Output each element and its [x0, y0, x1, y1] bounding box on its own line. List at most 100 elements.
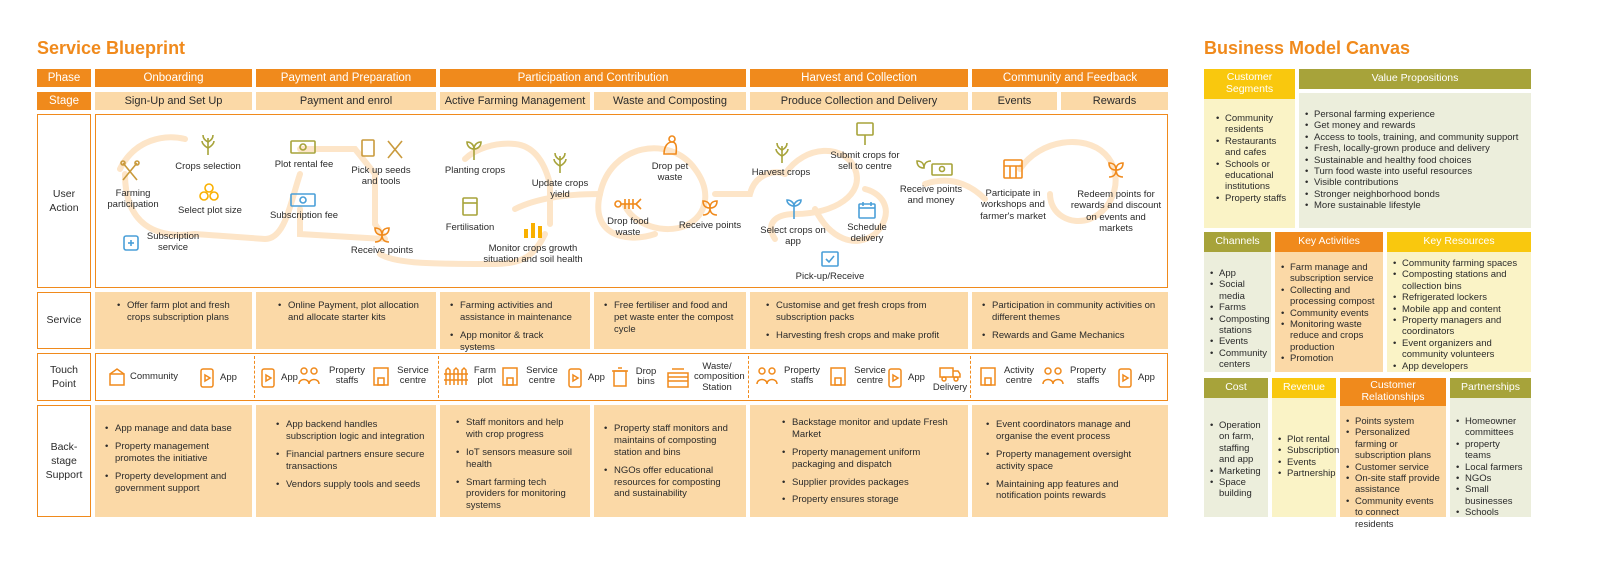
service-blueprint-title: Service Blueprint	[37, 38, 186, 58]
ua-participate-workshops: Participate in workshops and farmer's ma…	[980, 188, 1046, 222]
tp-service-centre: Service centre	[828, 365, 888, 387]
bmc-item: Access to tools, training, and community…	[1305, 132, 1525, 144]
subscription-fee-icon	[290, 193, 316, 207]
bmc-key-resources-header: Key Resources	[1387, 232, 1531, 252]
building-icon	[980, 367, 996, 387]
ua-redeem-points: Redeem points for rewards and discount o…	[1070, 189, 1162, 235]
bmc-item: Farm manage and subscription service	[1281, 262, 1377, 285]
building-icon	[373, 367, 389, 387]
backstage-item: App backend handles subscription logic a…	[276, 419, 426, 443]
ua-select-crops-app: Select crops on app	[760, 225, 826, 248]
tp-divider	[438, 356, 439, 398]
subscription-icon	[123, 235, 139, 251]
pet-icon	[663, 135, 678, 155]
service-cell-onboarding: Offer farm plot and fresh crops subscrip…	[95, 292, 252, 349]
backstage-cell-onboarding: App manage and data baseProperty managem…	[95, 405, 252, 517]
bmc-item: Partnership	[1278, 468, 1336, 480]
row-label-user-action: User Action	[37, 114, 91, 288]
bmc-item: NGOs	[1456, 473, 1525, 485]
bin-icon	[612, 367, 628, 387]
row-label-backstage: Back-stage Support	[37, 405, 91, 517]
stage-events: Events	[972, 92, 1057, 110]
backstage-item: Property development and government supp…	[105, 471, 242, 495]
backstage-cell-waste: Property staff monitors and maintains of…	[594, 405, 746, 517]
stage-label: Stage	[37, 92, 91, 110]
bmc-item: property teams	[1456, 439, 1525, 462]
backstage-item: IoT sensors measure soil health	[456, 447, 580, 471]
service-cell-farming: Farming activities and assistance in mai…	[440, 292, 590, 353]
staff-icon	[1042, 367, 1064, 385]
bmc-item: Composting stations	[1210, 314, 1270, 337]
service-item: Farming activities and assistance in mai…	[450, 300, 580, 324]
backstage-item: NGOs offer educational resources for com…	[604, 465, 736, 501]
bmc-title: Business Model Canvas	[1204, 38, 1411, 58]
community-icon	[109, 368, 125, 386]
tp-app: App	[1116, 368, 1155, 388]
tp-waste-station: Waste/ composition Station	[666, 361, 745, 393]
ua-drop-food-waste: Drop food waste	[607, 216, 649, 239]
ua-harvest-crops: Harvest crops	[751, 167, 811, 178]
backstage-item: App manage and data base	[105, 423, 242, 435]
tp-farm-plot: Farm plot	[443, 365, 497, 387]
bmc-item: Promotion	[1281, 353, 1377, 365]
bmc-item: Customer service	[1346, 462, 1440, 474]
service-item: Participation in community activities on…	[982, 300, 1158, 324]
ua-fertilisation: Fertilisation	[445, 222, 495, 233]
bmc-revenue: Plot rental Subscription Events Partners…	[1272, 398, 1339, 517]
service-item: Offer farm plot and fresh crops subscrip…	[117, 300, 242, 324]
bmc-item: Visible contributions	[1305, 177, 1525, 189]
submit-crops-icon	[856, 122, 874, 145]
phase-harvest: Harvest and Collection	[750, 69, 968, 87]
bmc-item: Events	[1210, 336, 1265, 348]
ua-planting-crops: Planting crops	[444, 165, 506, 176]
ua-crops-selection: Crops selection	[175, 161, 241, 172]
crops-app-icon	[786, 199, 802, 219]
bmc-item: Restaurants and cafes	[1216, 136, 1289, 159]
ua-farming-participation: Farming participation	[107, 188, 159, 211]
bmc-item: Farms	[1210, 302, 1265, 314]
bmc-customer-segments-header: Customer Segments	[1204, 69, 1295, 99]
building-icon	[502, 367, 518, 387]
leaf-points-icon-2	[702, 200, 718, 216]
backstage-item: Financial partners ensure secure transac…	[276, 449, 426, 473]
backstage-item: Event coordinators manage and organise t…	[986, 419, 1158, 443]
bmc-item: Homeowner committees	[1456, 416, 1525, 439]
bmc-channels-header: Channels	[1204, 232, 1271, 252]
service-cell-community: Participation in community activities on…	[972, 292, 1168, 349]
staff-icon	[756, 367, 778, 385]
bmc-item: Monitoring waste reduce and crops produc…	[1281, 319, 1377, 353]
tools-icon	[120, 160, 140, 181]
ua-monitor-crops: Monitor crops growth situation and soil …	[483, 243, 583, 266]
ua-plot-rental-fee: Plot rental fee	[274, 159, 334, 170]
workshop-icon	[1003, 159, 1023, 179]
backstage-cell-farming: Staff monitors and help with crop progre…	[440, 405, 590, 517]
phone-icon	[200, 368, 214, 388]
service-cell-payment: Online Payment, plot allocation and allo…	[256, 292, 436, 349]
backstage-item: Smart farming tech providers for monitor…	[456, 477, 580, 513]
wheat-yield-icon	[553, 152, 567, 173]
plot-rental-icon	[290, 140, 316, 154]
bmc-customer-relationships-header: Customer Relationships	[1340, 378, 1446, 406]
ua-receive-points-2: Receive points	[678, 220, 742, 231]
bmc-item: Stronger neighborhood bonds	[1305, 189, 1525, 201]
bmc-item: Get money and rewards	[1305, 120, 1525, 132]
wheat-icon	[201, 134, 215, 155]
bmc-item: Space building	[1210, 477, 1262, 500]
ua-pick-up-seeds: Pick up seeds and tools	[351, 165, 411, 188]
backstage-item: Supplier provides packages	[782, 477, 958, 489]
bmc-revenue-header: Revenue	[1272, 378, 1336, 398]
stage-waste: Waste and Composting	[594, 92, 746, 110]
points-money-icon	[916, 160, 953, 176]
backstage-cell-payment: App backend handles subscription logic a…	[256, 405, 436, 517]
ua-receive-points-money: Receive points and money	[899, 184, 963, 207]
tp-app: App	[198, 368, 237, 388]
bmc-item: Event organizers and community volunteer…	[1393, 338, 1525, 361]
service-cell-harvest: Customise and get fresh crops from subsc…	[750, 292, 968, 349]
harvest-icon	[775, 142, 789, 163]
bmc-item: Property managers and coordinators	[1393, 315, 1525, 338]
phone-icon	[1118, 368, 1132, 388]
stage-produce: Produce Collection and Delivery	[750, 92, 968, 110]
tp-property-staffs: Property staffs	[756, 365, 822, 387]
stage-rewards: Rewards	[1061, 92, 1168, 110]
tp-divider	[254, 356, 255, 398]
